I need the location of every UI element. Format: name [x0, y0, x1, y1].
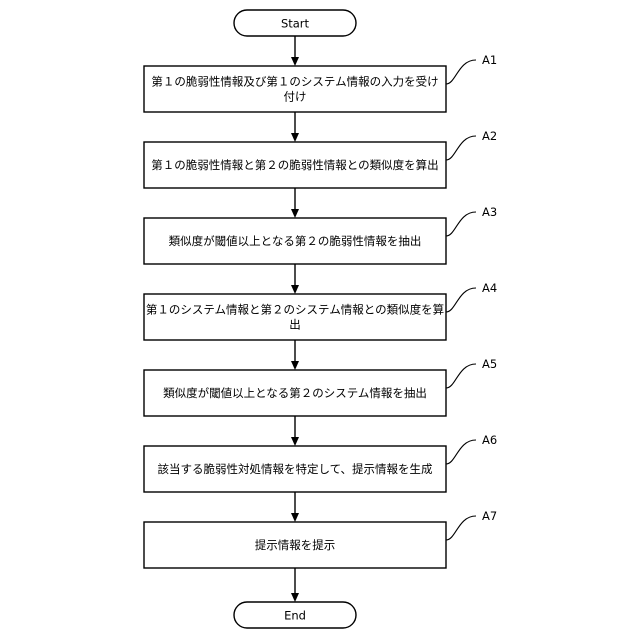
reference-label: A5	[482, 357, 497, 371]
process-text-line: 出	[289, 318, 301, 332]
arrow-step-2-to-3-head	[291, 209, 299, 218]
arrow-step-5-to-6	[291, 416, 299, 446]
process-text-line: 第１のシステム情報と第２のシステム情報との類似度を算	[146, 303, 444, 317]
process-text-line: 付け	[284, 90, 307, 104]
reference-label: A4	[482, 281, 497, 295]
arrow-start-to-a1	[291, 36, 299, 66]
reference-label: A6	[482, 433, 497, 447]
arrow-step-6-to-7-head	[291, 513, 299, 522]
process-text-line: 該当する脆弱性対処情報を特定して、提示情報を生成	[157, 462, 433, 476]
process-step-a6: 該当する脆弱性対処情報を特定して、提示情報を生成 A6	[144, 433, 497, 492]
arrow-a7-to-end	[291, 568, 299, 602]
process-text-line: 第１の脆弱性情報と第２の脆弱性情報との類似度を算出	[151, 158, 438, 172]
arrow-step-4-to-5	[291, 340, 299, 370]
process-step-a1: 第１の脆弱性情報及び第１のシステム情報の入力を受け付け A1	[144, 53, 497, 112]
reference-label: A2	[482, 129, 497, 143]
arrow-step-6-to-7	[291, 492, 299, 522]
start-label: Start	[281, 17, 310, 31]
arrow-step-3-to-4	[291, 264, 299, 294]
start-terminal: Start	[234, 10, 356, 36]
reference-label: A7	[482, 509, 497, 523]
process-step-a7: 提示情報を提示 A7	[144, 509, 497, 568]
reference-label: A1	[482, 53, 497, 67]
reference-leader	[446, 440, 476, 464]
end-terminal: End	[234, 602, 356, 628]
reference-leader	[446, 60, 476, 84]
process-text-line: 類似度が閾値以上となる第２の脆弱性情報を抽出	[169, 234, 422, 248]
process-step-a5: 類似度が閾値以上となる第２のシステム情報を抽出 A5	[144, 357, 497, 416]
end-label: End	[284, 609, 306, 623]
reference-leader	[446, 364, 476, 388]
process-text-line: 類似度が閾値以上となる第２のシステム情報を抽出	[163, 386, 427, 400]
arrow-start-to-a1-head	[291, 57, 299, 66]
reference-leader	[446, 288, 476, 312]
arrow-step-3-to-4-head	[291, 285, 299, 294]
reference-leader	[446, 136, 476, 160]
arrow-step-5-to-6-head	[291, 437, 299, 446]
process-step-a2: 第１の脆弱性情報と第２の脆弱性情報との類似度を算出 A2	[144, 129, 497, 188]
arrow-step-4-to-5-head	[291, 361, 299, 370]
process-steps: 第１の脆弱性情報及び第１のシステム情報の入力を受け付け A1 第１の脆弱性情報と第２…	[144, 53, 497, 568]
reference-label: A3	[482, 205, 497, 219]
arrow-a7-to-end-head	[291, 593, 299, 602]
process-step-a3: 類似度が閾値以上となる第２の脆弱性情報を抽出 A3	[144, 205, 497, 264]
process-text-line: 第１の脆弱性情報及び第１のシステム情報の入力を受け	[151, 75, 438, 89]
reference-leader	[446, 516, 476, 540]
arrow-step-1-to-2-head	[291, 133, 299, 142]
process-text-line: 提示情報を提示	[255, 538, 336, 552]
process-step-a4: 第１のシステム情報と第２のシステム情報との類似度を算出 A4	[144, 281, 497, 340]
reference-leader	[446, 212, 476, 236]
arrow-step-1-to-2	[291, 112, 299, 142]
arrow-step-2-to-3	[291, 188, 299, 218]
